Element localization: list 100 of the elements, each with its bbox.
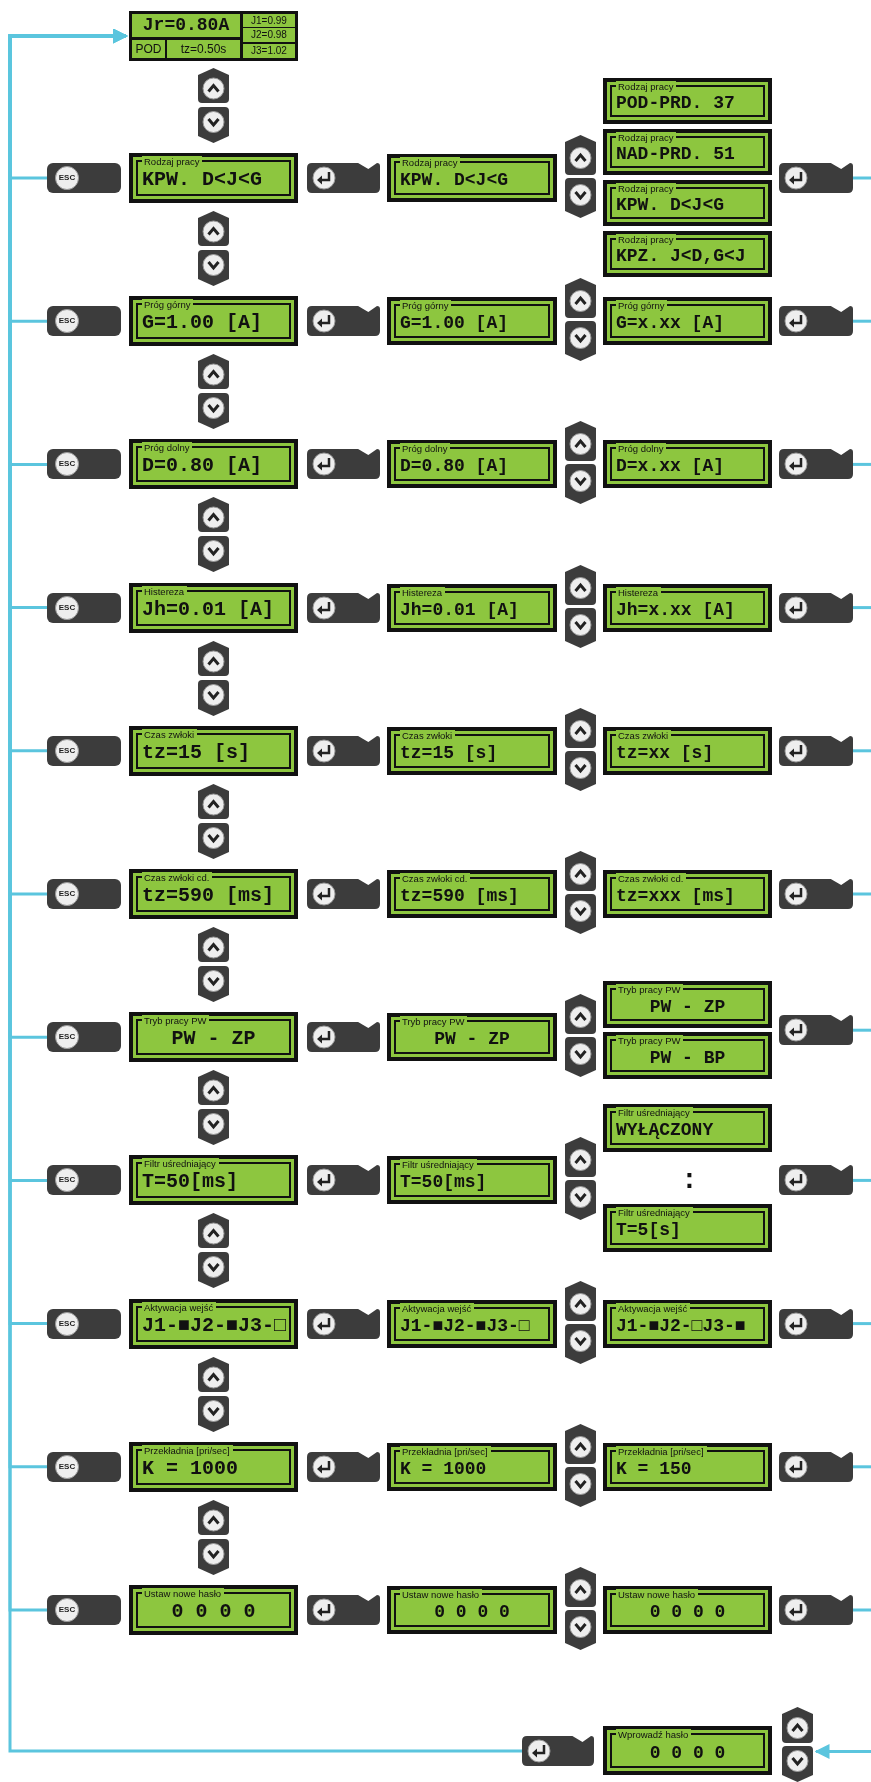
display-value: K = 1000: [142, 1457, 238, 1480]
enter-key: [779, 592, 853, 623]
key-label: ESC: [55, 738, 79, 763]
lcd-display: [129, 869, 298, 919]
display-title: Rodzaj pracy: [616, 234, 677, 245]
display-title: Filtr uśredniający: [616, 1207, 693, 1219]
lcd-display: [129, 153, 298, 203]
connector-line: [853, 462, 871, 466]
display-value: T=50[ms]: [142, 1171, 238, 1194]
lcd-display: [603, 1104, 772, 1153]
key-label: ESC: [55, 1168, 79, 1193]
display-title: Aktywacja wejść: [142, 1301, 217, 1313]
reading-value: POD: [132, 40, 165, 58]
enter-key: [779, 879, 853, 909]
lcd-display: [387, 1299, 557, 1348]
key-label: ESC: [55, 595, 79, 620]
display-value: tz=590 [ms]: [400, 885, 519, 907]
display-title: Czas zwłoki: [616, 729, 672, 741]
display-title: Tryb pracy PW: [616, 984, 684, 996]
reading-value: J1=0.99: [243, 14, 295, 27]
lcd-display: [129, 1441, 298, 1492]
display-value: G=1.00 [A]: [400, 312, 509, 335]
key-label: ESC: [55, 452, 79, 477]
lcd-display: [129, 1012, 298, 1063]
key-label: ESC: [55, 1454, 79, 1479]
enter-key: [779, 735, 853, 766]
continuation-mark: :: [681, 1166, 698, 1196]
lcd-display: [387, 440, 557, 489]
enter-key: [779, 1451, 853, 1482]
key-label: ESC: [55, 1311, 79, 1336]
display-title: Czas zwłoki: [142, 728, 198, 740]
esc-key: [47, 879, 121, 909]
display-value: 0 0 0 0: [648, 1601, 727, 1623]
connector-line: [853, 1178, 871, 1182]
display-value: tz=15 [s]: [142, 741, 251, 764]
lcd-display: [603, 1726, 772, 1775]
display-title: Filtr uśredniający: [616, 1107, 693, 1119]
lcd-display: [603, 297, 772, 346]
enter-key: [779, 449, 853, 480]
display-title: Próg górny: [616, 300, 668, 312]
display-title: Próg dolny: [142, 442, 193, 454]
display-value: tz=xx [s]: [616, 741, 714, 764]
esc-key: [47, 1451, 121, 1482]
enter-key: [522, 1736, 594, 1766]
connector-line: [853, 1608, 871, 1612]
esc-key: [47, 449, 121, 480]
enter-key: [779, 306, 853, 337]
lcd-display: [603, 129, 772, 175]
lcd-display: [603, 440, 772, 489]
display-value: tz=xxx [ms]: [616, 885, 735, 907]
lcd-display: [603, 231, 772, 277]
display-value: KPW. D<J<G: [616, 194, 725, 216]
display-title: Wprowadź hasło: [616, 1729, 692, 1740]
display-value: KPZ. J<D,G<J: [616, 245, 746, 267]
lcd-display: [129, 582, 298, 633]
display-title: Aktywacja wejść: [400, 1302, 475, 1314]
display-value: PW - ZP: [433, 1028, 511, 1051]
display-title: Próg górny: [400, 300, 452, 312]
enter-key: [779, 1015, 853, 1046]
lcd-display: [603, 180, 772, 226]
lcd-display: [603, 583, 772, 632]
lcd-display: [603, 1299, 772, 1348]
key-label: ESC: [55, 166, 79, 190]
connector-line: [853, 749, 871, 753]
esc-key: [47, 1022, 121, 1053]
display-title: Histereza: [616, 586, 662, 598]
display-value: KPW. D<J<G: [400, 169, 509, 191]
connector-line: [853, 1028, 871, 1032]
display-title: Próg dolny: [616, 443, 667, 455]
display-value: WYŁĄCZONY: [616, 1119, 714, 1142]
lcd-display: [387, 1442, 557, 1491]
display-value: Jh=0.01 [A]: [142, 598, 275, 621]
lcd-display: [387, 297, 557, 346]
display-value: J1-■J2-□J3-■: [616, 1314, 746, 1337]
lcd-display: [603, 1032, 772, 1080]
lcd-display: [129, 296, 298, 347]
display-value: J1-■J2-■J3-□: [142, 1314, 287, 1337]
display-title: Próg dolny: [400, 443, 451, 455]
esc-key: [47, 163, 121, 193]
display-title: Aktywacja wejść: [616, 1302, 691, 1314]
display-value: T=50[ms]: [400, 1171, 487, 1194]
lcd-display: [387, 1013, 557, 1062]
key-label: ESC: [55, 1598, 79, 1622]
display-title: Rodzaj pracy: [616, 183, 677, 194]
esc-key: [47, 1595, 121, 1625]
display-title: Tryb pracy PW: [400, 1016, 468, 1028]
lcd-display: [387, 726, 557, 775]
lcd-display: [129, 725, 298, 776]
esc-key: [47, 735, 121, 766]
lcd-display: [387, 154, 557, 202]
display-title: Filtr uśredniający: [400, 1159, 477, 1171]
enter-key: [779, 1165, 853, 1196]
enter-key: [779, 1595, 853, 1625]
lcd-display: [603, 1442, 772, 1491]
display-title: Ustaw nowe hasło: [142, 1588, 225, 1599]
lcd-display: [129, 1155, 298, 1206]
reading-value: tz=0.50s: [167, 40, 240, 58]
display-value: PW - BP: [648, 1046, 727, 1069]
display-title: Filtr uśredniający: [142, 1158, 219, 1170]
lcd-display: [129, 439, 298, 490]
